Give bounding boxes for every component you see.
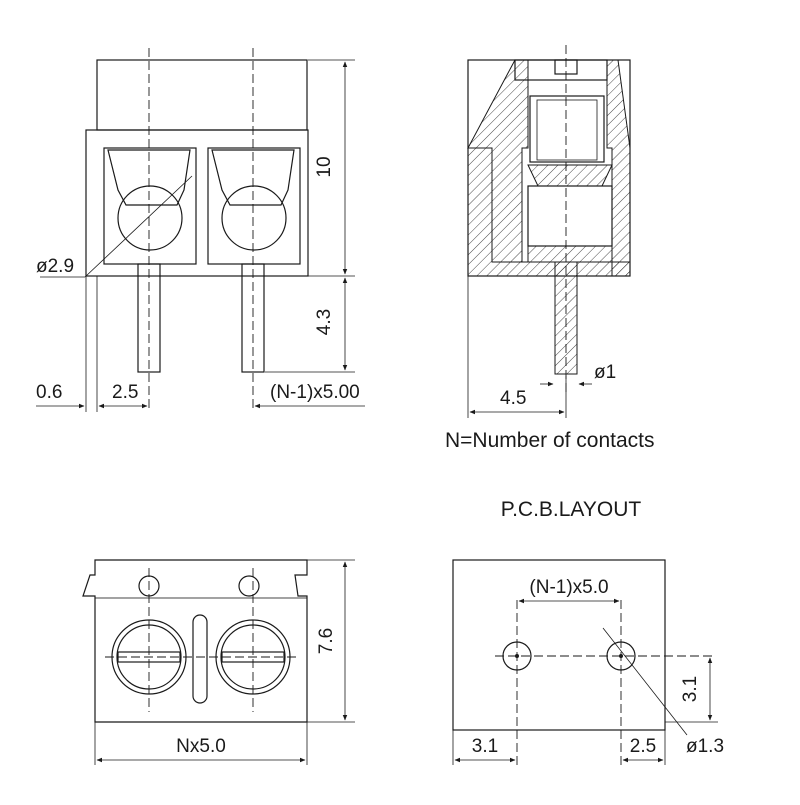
- side-cavity: [527, 185, 613, 247]
- front-height-body-label: 10: [314, 156, 335, 177]
- pcb-layout-title: P.C.B.LAYOUT: [501, 498, 642, 521]
- side-clamp: [527, 164, 613, 187]
- front-hole-dia-label: ø2.9: [36, 256, 74, 277]
- side-top-cap: [514, 59, 608, 81]
- side-screw-body: [529, 95, 605, 163]
- side-pin-pos-label: 4.5: [500, 388, 526, 409]
- side-view: ø1 4.5 N=Number of contacts: [445, 45, 655, 452]
- top-width-label: Nx5.0: [176, 736, 226, 757]
- pcb-layout: P.C.B.LAYOUT (N-1)x5.0 3.1 3.1 2.5 ø1.3: [452, 498, 724, 765]
- pcb-dia-leader: [602, 627, 688, 736]
- contacts-note: N=Number of contacts: [445, 429, 655, 452]
- front-cavity-left: [103, 147, 197, 265]
- top-depth-label: 7.6: [316, 628, 337, 654]
- front-screw-right: [221, 185, 287, 251]
- side-screw-inner: [536, 99, 598, 161]
- front-view: ø2.9 10 4.3 0.6 2.5 (N-1)x5.00: [36, 48, 365, 412]
- front-funnel-left: [107, 149, 191, 206]
- front-dia-leader: [84, 175, 193, 278]
- side-pin-dia-label: ø1: [594, 362, 616, 383]
- top-separator-rib: [192, 614, 208, 704]
- pcb-pitch-label: (N-1)x5.0: [529, 577, 608, 598]
- pcb-right-label: 2.5: [630, 736, 656, 757]
- top-body-inner: [94, 597, 308, 723]
- front-offset-label: 0.6: [36, 382, 62, 403]
- front-pin-offset-label: 2.5: [112, 382, 138, 403]
- top-small-hole-right: [238, 575, 260, 597]
- front-funnel-right: [211, 149, 295, 206]
- pcb-hole-dia-label: ø1.3: [686, 736, 724, 757]
- pcb-outline: [452, 559, 666, 731]
- front-main-body: [85, 129, 309, 277]
- side-contact-base: [527, 245, 613, 263]
- front-top-body: [96, 59, 308, 131]
- front-pitch-label: (N-1)x5.00: [270, 382, 360, 403]
- pcb-hole-y-label: 3.1: [680, 676, 701, 702]
- pcb-left-label: 3.1: [472, 736, 498, 757]
- top-body-outline: [82, 559, 308, 723]
- front-height-pin-label: 4.3: [314, 309, 335, 335]
- top-view: 7.6 Nx5.0: [82, 559, 355, 765]
- front-cavity-right: [207, 147, 301, 265]
- front-screw-left: [117, 185, 183, 251]
